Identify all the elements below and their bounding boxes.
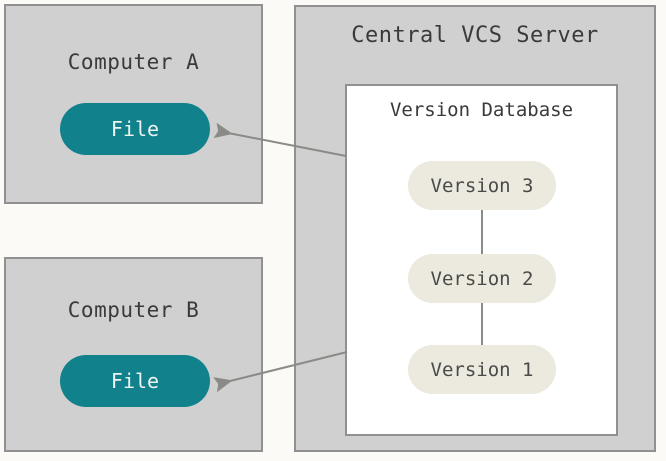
- computer-b-title: Computer B: [67, 298, 200, 322]
- computer-a-panel: Computer A: [4, 4, 263, 204]
- computer-a-file-node[interactable]: File: [60, 103, 210, 155]
- version-node-1[interactable]: Version 1: [408, 345, 556, 394]
- version-connector-3-2: [481, 210, 483, 254]
- central-vcs-server-title: Central VCS Server: [351, 23, 599, 48]
- computer-a-title: Computer A: [67, 50, 200, 74]
- version-database-title: Version Database: [389, 99, 574, 121]
- version-node-3[interactable]: Version 3: [408, 161, 556, 210]
- version-connector-2-1: [481, 303, 483, 345]
- computer-b-file-node[interactable]: File: [60, 355, 210, 407]
- version-node-2[interactable]: Version 2: [408, 254, 556, 303]
